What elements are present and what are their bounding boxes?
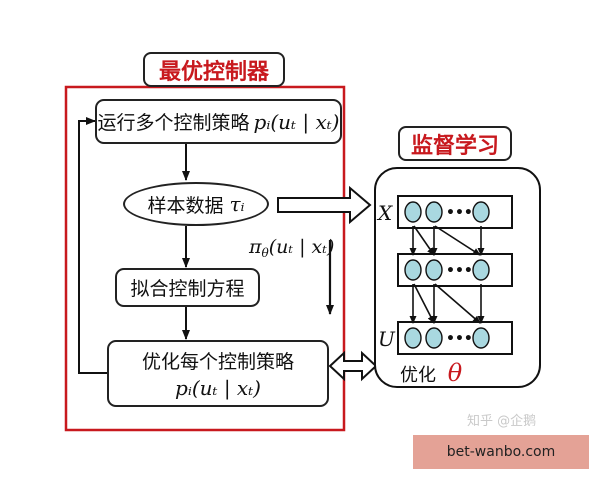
optimize-policies-label: 优化每个控制策略: [141, 351, 294, 373]
nn-neurons: [404, 201, 490, 349]
neuron: [425, 201, 443, 223]
nn-ellipsis-3: •••: [446, 331, 473, 347]
nn-ellipsis-1: •••: [446, 205, 473, 221]
optimize-policies-formula: pᵢ(uₜ | xₜ): [175, 376, 261, 400]
sample-data-label: 样本数据: [147, 194, 224, 217]
neuron: [404, 259, 422, 281]
optimize-text: 优化: [400, 365, 436, 386]
optimal-controller-frame: [64, 85, 346, 432]
sample-to-learning-block-arrow: [277, 185, 372, 225]
nn-connections-2: [409, 283, 485, 324]
sample-data-node: 样本数据 τᵢ: [123, 182, 269, 226]
output-label-u: U: [378, 327, 396, 351]
neuron: [404, 201, 422, 223]
feedback-loop-arrow: [78, 117, 107, 374]
supervised-learning-title: 监督学习: [398, 126, 512, 161]
ad-label[interactable]: bet-wanbo.com: [413, 435, 589, 469]
neuron: [404, 327, 422, 349]
theta-symbol: θ: [448, 359, 463, 387]
neuron: [472, 201, 490, 223]
neuron: [425, 259, 443, 281]
neuron: [472, 327, 490, 349]
policy-label-pi: π: [248, 236, 262, 258]
policy-label-theta: θ: [262, 246, 270, 260]
input-label-x: X: [376, 201, 393, 225]
optimize-double-arrow: [328, 350, 378, 382]
nn-ellipsis-2: •••: [446, 263, 473, 279]
run-policies-formula: pᵢ(uₜ | xₜ): [253, 109, 340, 134]
optimize-theta-label: 优化 θ: [400, 359, 463, 387]
optimal-controller-title: 最优控制器: [143, 52, 285, 87]
policy-label-args: (uₜ | xₜ): [269, 236, 335, 258]
sample-data-tau: τᵢ: [229, 192, 245, 216]
neuron: [472, 259, 490, 281]
run-policies-label: 运行多个控制策略: [97, 112, 250, 134]
neuron: [425, 327, 443, 349]
run-policies-node: 运行多个控制策略 pᵢ(uₜ | xₜ): [95, 99, 342, 144]
fit-dynamics-node: 拟合控制方程: [115, 268, 260, 307]
policy-label: πθ(uₜ | xₜ): [248, 236, 334, 260]
nn-connections-1: [409, 225, 485, 256]
watermark: 知乎 @企鹅: [467, 414, 537, 429]
optimize-policies-node: 优化每个控制策略 pᵢ(uₜ | xₜ): [107, 340, 329, 407]
